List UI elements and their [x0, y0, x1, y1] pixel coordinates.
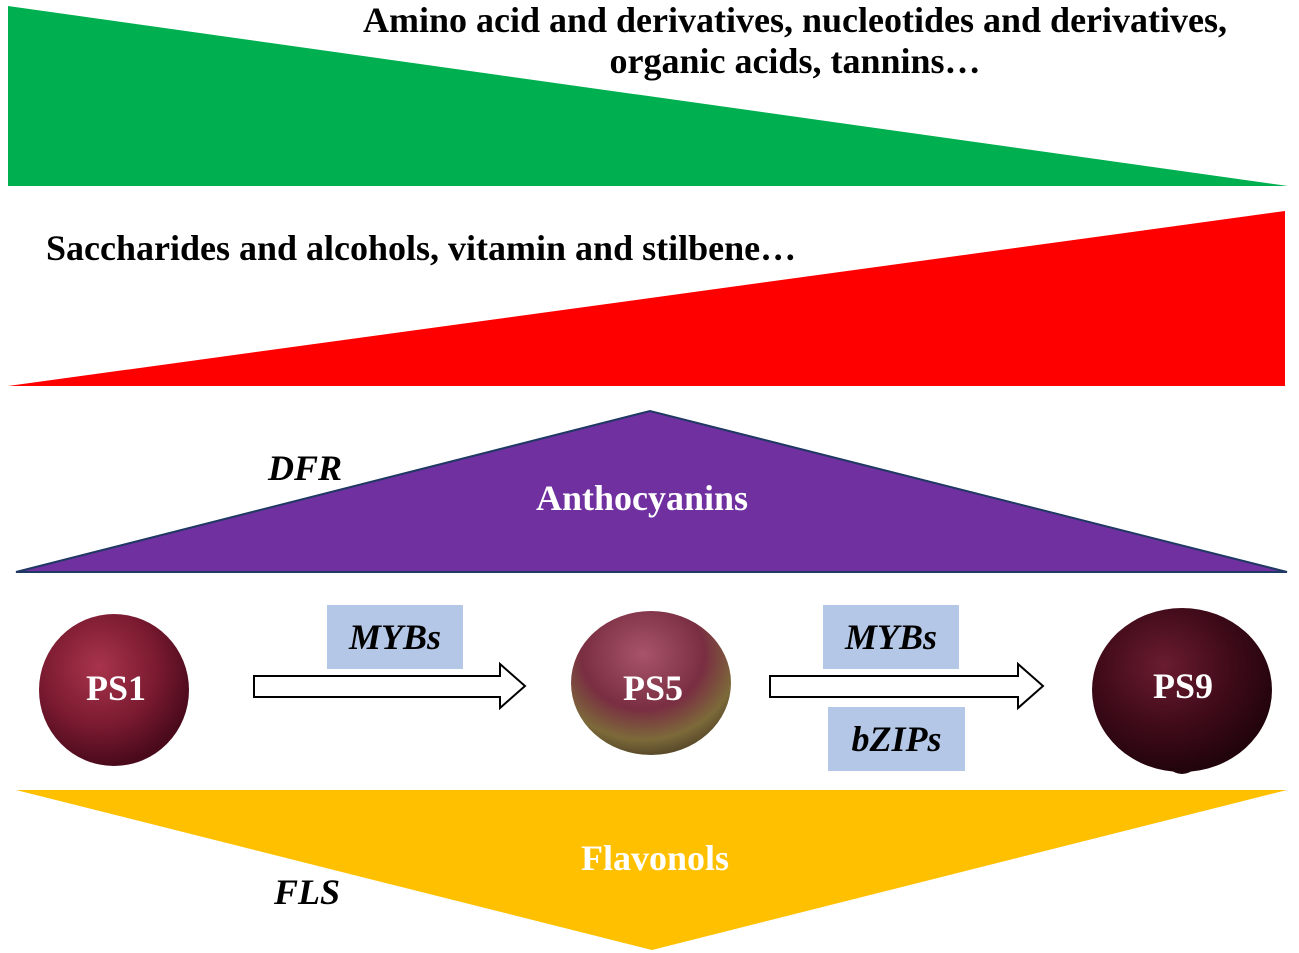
flavonols-label: Flavonols: [580, 838, 730, 878]
tf-box-mybs-2: MYBs: [823, 605, 959, 669]
anthocyanins-triangle: [15, 409, 1288, 573]
dfr-gene-label: DFR: [268, 448, 343, 488]
fruit-ps9: [1092, 608, 1272, 772]
anthocyanins-label: Anthocyanins: [535, 478, 749, 518]
stage-label-ps5: PS5: [622, 668, 684, 708]
stage-label-ps1: PS1: [85, 668, 147, 708]
fls-gene-label: FLS: [274, 872, 341, 912]
fruit-ps5: [571, 611, 731, 755]
tf-box-mybs-1: MYBs: [327, 605, 463, 669]
decrease-metabolites-text: Amino acid and derivatives, nucleotides …: [250, 0, 1299, 83]
green-decrease-wedge: [8, 6, 1288, 186]
decrease-metabolites-line-1: Amino acid and derivatives, nucleotides …: [362, 0, 1228, 40]
decrease-metabolites-line-2: organic acids, tannins…: [609, 41, 981, 82]
arrow-ps5-to-ps9: [769, 661, 1045, 711]
increase-metabolites-text: Saccharides and alcohols, vitamin and st…: [46, 228, 797, 268]
red-increase-wedge: [8, 211, 1285, 386]
stage-label-ps9: PS9: [1152, 666, 1214, 706]
fruit-ps1: [39, 614, 189, 766]
arrow-ps1-to-ps5: [253, 661, 527, 711]
fruit-ps9-stem: [1168, 768, 1196, 774]
tf-box-bzips: bZIPs: [828, 707, 965, 771]
flavonols-triangle: [16, 790, 1287, 950]
